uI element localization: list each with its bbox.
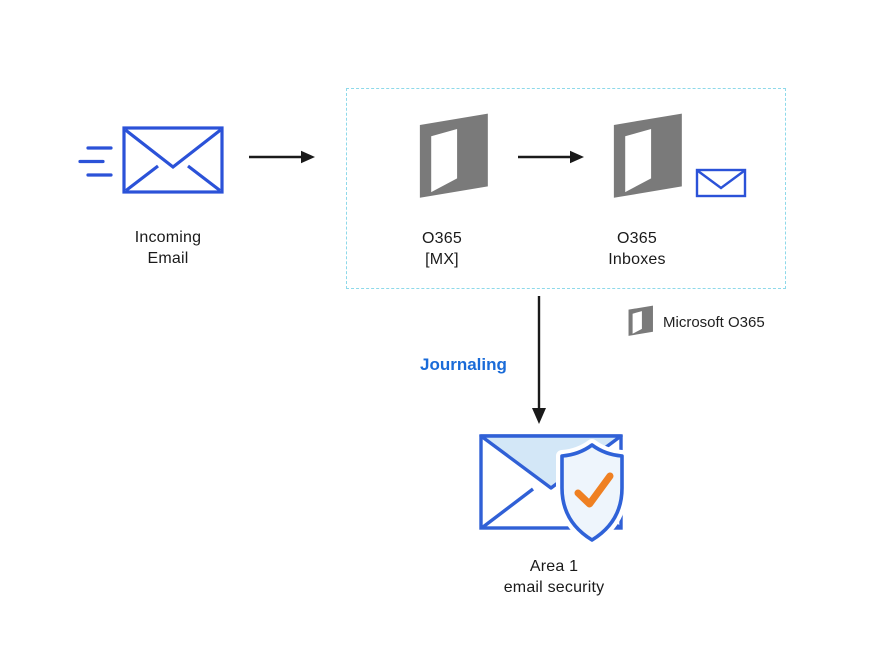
arrow-incoming-to-o365mx-icon <box>249 150 315 164</box>
incoming-email-label-line2: Email <box>147 250 189 267</box>
incoming-email-icon <box>78 126 224 194</box>
o365-mx-label-line2: [MX] <box>425 251 459 268</box>
speed-lines-icon <box>78 146 113 177</box>
inbox-envelope-icon <box>695 168 747 198</box>
journaling-label: Journaling <box>420 355 507 374</box>
incoming-email-label-line1: Incoming <box>134 229 202 246</box>
o365-inboxes-label: O365 Inboxes <box>591 228 683 270</box>
area1-email-security-icon <box>479 434 628 546</box>
arrow-journaling-down-icon <box>532 296 546 424</box>
o365-inboxes-label-line1: O365 <box>617 230 657 247</box>
legend-office-logo-icon <box>628 305 653 336</box>
o365-inboxes-logo-icon <box>613 113 682 198</box>
o365-inboxes-label-line2: Inboxes <box>608 251 666 268</box>
incoming-email-label: Incoming Email <box>104 227 232 269</box>
o365-mx-label: O365 [MX] <box>396 228 488 270</box>
area1-label: Area 1 email security <box>472 556 636 598</box>
o365-mx-logo-icon <box>419 113 488 198</box>
legend-label: Microsoft O365 <box>663 314 765 331</box>
arrow-o365mx-to-inboxes-icon <box>518 150 584 164</box>
area1-label-line2: email security <box>503 579 605 596</box>
o365-mx-label-line1: O365 <box>422 230 462 247</box>
shield-check-icon <box>556 439 628 546</box>
area1-label-line1: Area 1 <box>529 558 579 575</box>
o365-boundary-box <box>346 88 786 289</box>
